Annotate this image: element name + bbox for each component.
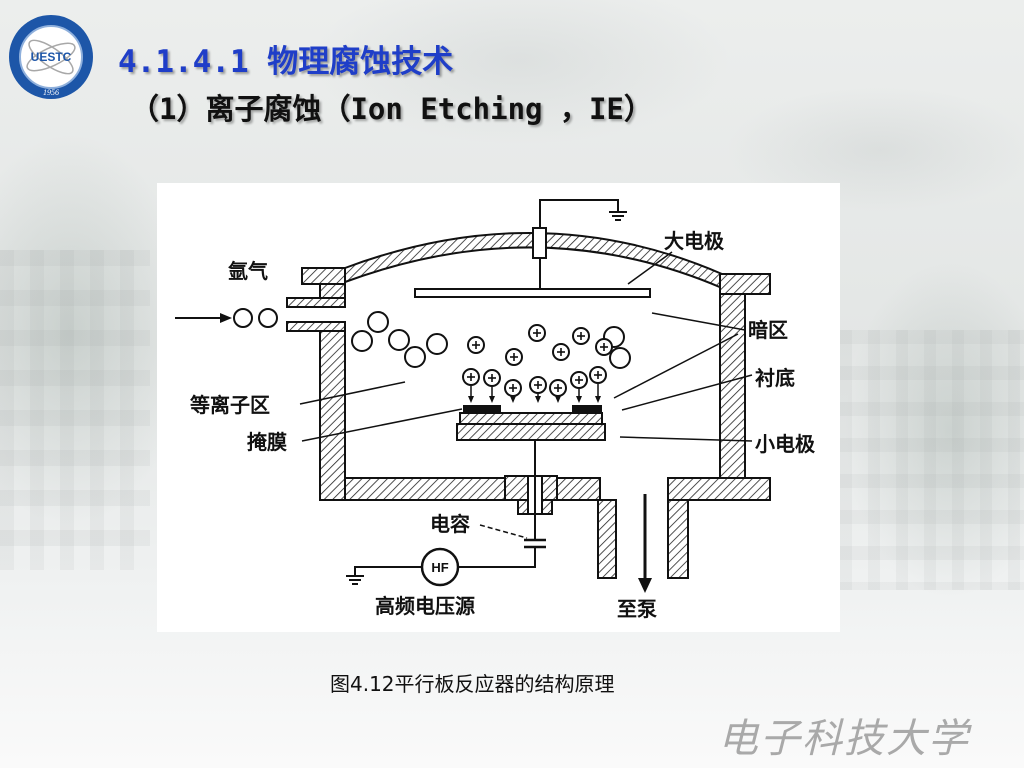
argon-ion xyxy=(528,324,546,342)
bottom-electrode-assembly xyxy=(456,405,606,540)
pump-arrow xyxy=(638,494,652,593)
argon-ion xyxy=(462,368,480,403)
label-small-electrode: 小电极 xyxy=(755,432,816,456)
slide-title: 4.1.4.1 物理腐蚀技术 xyxy=(118,44,454,80)
argon-ion xyxy=(589,366,607,403)
plasma-zone-leader-line xyxy=(299,381,406,405)
dark-zone-leader-line xyxy=(613,333,739,399)
arrow-down-icon xyxy=(595,396,601,403)
chamber-top-left-flange xyxy=(301,267,346,285)
chamber-top-right-flange xyxy=(719,273,771,295)
mask-leader-line xyxy=(301,408,463,442)
university-name-watermark: 电子科技大学 xyxy=(718,716,970,762)
background-photo-building-right xyxy=(840,330,1024,590)
label-dark-zone: 暗区 xyxy=(748,318,788,342)
argon-atom xyxy=(351,330,373,352)
logo-text: UESTC xyxy=(31,50,72,64)
label-plasma-zone: 等离子区 xyxy=(190,393,270,417)
label-rf-source: 高频电压源 xyxy=(375,594,475,618)
rf-circuit xyxy=(346,524,546,587)
reactor-diagram: 氩气 大电极 暗区 衬底 等离子区 掩膜 小电极 电容 HF 高频电压源 至泵 xyxy=(157,183,840,632)
label-mask: 掩膜 xyxy=(247,430,287,454)
mask-piece-right xyxy=(572,405,602,413)
mask-piece-left xyxy=(463,405,501,413)
chamber xyxy=(286,232,771,579)
top-feedthrough xyxy=(532,227,547,259)
gas-inlet-upper-lip xyxy=(286,297,346,308)
argon-ion xyxy=(467,336,485,354)
arrow-down-icon xyxy=(468,396,474,403)
rf-ground-wire xyxy=(354,566,422,576)
gas-inlet-lower-lip xyxy=(286,321,346,332)
arrow-down-icon xyxy=(638,578,652,593)
label-substrate: 衬底 xyxy=(755,366,795,390)
label-argon: 氩气 xyxy=(228,259,268,283)
argon-ion xyxy=(595,338,613,356)
chamber-right-wall xyxy=(719,289,746,479)
label-to-pump: 至泵 xyxy=(617,597,657,621)
label-capacitor: 电容 xyxy=(430,512,470,536)
argon-ion xyxy=(529,376,547,403)
label-hf: HF xyxy=(431,560,448,575)
arrow-down-icon xyxy=(489,396,495,403)
capacitor-leader-line xyxy=(479,524,528,539)
label-large-electrode: 大电极 xyxy=(664,229,725,253)
logo-inner-disc xyxy=(19,25,83,89)
argon-atom xyxy=(609,347,631,369)
dark-zone-leader-line xyxy=(651,312,746,331)
argon-atom xyxy=(404,346,426,368)
small-electrode-leader-line xyxy=(619,436,753,442)
argon-ion xyxy=(505,348,523,366)
argon-ion xyxy=(570,371,588,403)
figure-caption: 图4.12平行板反应器的结构原理 xyxy=(330,672,615,696)
background-photo-building-left xyxy=(0,250,150,570)
logo-orbit xyxy=(28,39,74,75)
argon-ion xyxy=(483,369,501,403)
chamber-floor-right xyxy=(667,477,771,501)
substrate xyxy=(459,412,603,425)
chamber-floor-middle xyxy=(556,477,601,501)
rf-wire xyxy=(458,547,536,568)
chamber-left-wall-upper xyxy=(319,283,346,299)
top-electrode-assembly xyxy=(414,199,651,298)
top-ground-wire xyxy=(539,199,619,228)
argon-ion xyxy=(504,379,522,403)
argon-atom xyxy=(388,329,410,351)
arrow-down-icon xyxy=(555,396,561,403)
leader-lines xyxy=(299,251,753,442)
argon-atom xyxy=(367,311,389,333)
argon-ion xyxy=(552,343,570,361)
large-electrode-plate xyxy=(414,288,651,298)
university-logo: UESTC 1956 xyxy=(9,15,93,99)
argon-ion xyxy=(549,379,567,403)
reactor-diagram-drawing: 氩气 大电极 暗区 衬底 等离子区 掩膜 小电极 电容 HF 高频电压源 至泵 xyxy=(175,199,816,621)
chamber-floor-left xyxy=(344,477,506,501)
diagram-labels: 氩气 大电极 暗区 衬底 等离子区 掩膜 小电极 电容 HF 高频电压源 至泵 xyxy=(190,229,816,621)
plasma-particles xyxy=(351,311,631,403)
pump-outlet-left-wall xyxy=(597,499,617,579)
large-electrode-leader-line xyxy=(627,251,673,285)
chamber-left-wall xyxy=(319,330,346,501)
arrow-down-icon xyxy=(535,396,541,403)
argon-atom xyxy=(426,333,448,355)
arrow-right-icon xyxy=(220,313,232,323)
argon-atom xyxy=(233,308,253,328)
substrate-leader-line xyxy=(621,374,753,411)
arrow-down-icon xyxy=(510,396,516,403)
small-electrode-plate xyxy=(456,423,606,441)
logo-orbit xyxy=(26,42,76,72)
argon-ion xyxy=(572,327,590,345)
logo-year: 1956 xyxy=(43,88,59,97)
arrow-down-icon xyxy=(576,396,582,403)
argon-atom xyxy=(258,308,278,328)
gas-inlet-flow xyxy=(175,308,278,328)
slide-subtitle: （1）离子腐蚀（Ion Etching ，IE） xyxy=(130,92,653,126)
pump-outlet-right-wall xyxy=(667,499,689,579)
